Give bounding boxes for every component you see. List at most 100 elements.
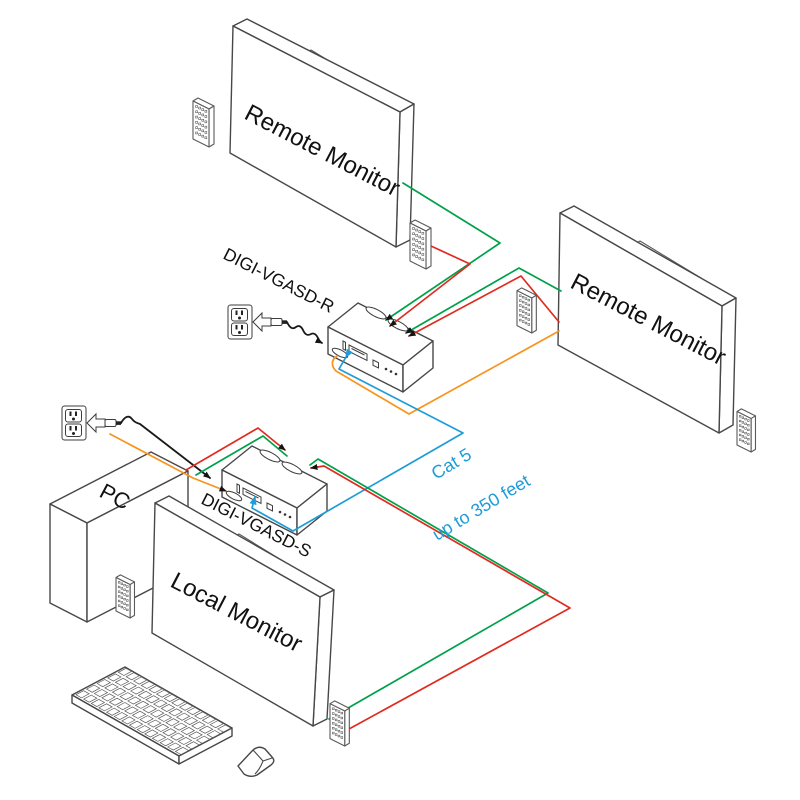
- speaker-grille-dot: [418, 251, 421, 255]
- keyboard-key: [96, 679, 112, 688]
- keyboard-key: [155, 689, 171, 698]
- speaker-grille-dot: [126, 594, 129, 598]
- keyboard-key: [149, 709, 165, 718]
- speaker-grille-dot: [521, 310, 525, 313]
- speaker-grille-dot: [195, 115, 198, 119]
- speaker-grille-dot: [340, 711, 343, 715]
- led-1: [384, 367, 388, 371]
- plug-body: [104, 419, 117, 427]
- speaker-grille-dot: [117, 590, 121, 593]
- keyboard-key: [209, 720, 225, 729]
- speaker-grille-dot: [741, 430, 744, 433]
- speaker-grille-dot: [521, 305, 525, 309]
- monitor-screen: [229, 25, 401, 248]
- speaker-grille-dot: [340, 721, 343, 725]
- video-cable-remote-right: [405, 267, 562, 334]
- speaker-grille-dot: [738, 419, 742, 423]
- speaker-grille-dot: [332, 707, 335, 710]
- cat5-cable: [249, 348, 464, 532]
- speaker-grille-dot: [334, 733, 338, 736]
- led-2: [389, 370, 393, 373]
- local-monitor: Local Monitor: [151, 495, 335, 727]
- speaker-grille-dot: [337, 715, 341, 718]
- speaker-grille-dot: [527, 298, 530, 302]
- speaker-grille-dot: [747, 424, 750, 427]
- mouse-body: [237, 746, 275, 777]
- speaker-grille-dot: [421, 247, 425, 251]
- speaker-grille-dot: [334, 728, 338, 731]
- speaker-remote-top-right: [409, 219, 432, 270]
- power-cable-sender: [120, 415, 211, 479]
- speaker-grille-dot: [334, 723, 338, 726]
- keyboard-key: [177, 737, 193, 745]
- speaker-grille-dot: [519, 304, 522, 307]
- socket-slot: [75, 411, 77, 416]
- speaker-grille-dot: [204, 131, 208, 134]
- speaker-grille-dot: [524, 312, 528, 315]
- keyboard-key: [165, 718, 180, 727]
- keyboard: [71, 666, 233, 765]
- speaker-grille-dot: [201, 108, 205, 111]
- power-slot: [342, 340, 346, 352]
- speaker-grille-dot: [334, 718, 338, 722]
- keyboard-edge-right: [178, 727, 233, 765]
- speaker-part: [115, 576, 131, 619]
- speaker-grille-dot: [198, 106, 201, 110]
- speakers: [115, 97, 757, 747]
- keyboard-key: [152, 699, 168, 708]
- speaker-grille-dot: [738, 438, 742, 441]
- speaker-grille-dot: [337, 725, 341, 728]
- power-slot: [236, 483, 240, 495]
- socket-slot: [75, 426, 77, 431]
- speaker-grille-dot: [198, 112, 201, 115]
- speaker-grille-dot: [415, 255, 418, 258]
- speaker-grille-dot: [204, 110, 208, 113]
- speaker-grille-dot: [747, 438, 750, 441]
- speaker-grille-dot: [421, 253, 425, 256]
- keyboard-key: [85, 684, 101, 693]
- speaker-grille-dot: [738, 429, 742, 432]
- speaker-grille-dot: [117, 585, 121, 589]
- speaker-grille-dot: [741, 421, 744, 424]
- keyboard-key: [206, 730, 222, 739]
- keyboard-key: [178, 702, 194, 711]
- keyboard-key: [180, 726, 196, 735]
- speaker-grille-dot: [412, 248, 415, 251]
- vga-port-inner: [351, 348, 365, 356]
- speaker-grille-dot: [117, 581, 121, 584]
- speaker-local-left: [115, 574, 136, 619]
- keyboard-key: [159, 738, 174, 747]
- socket-slot: [241, 325, 243, 330]
- remote-monitor-right: Remote Monitor: [557, 205, 737, 434]
- speaker-grille-dot: [334, 713, 338, 717]
- remote-monitor-top: Remote Monitor: [229, 18, 415, 248]
- speaker-grille-dot: [524, 321, 528, 325]
- keyboard-key: [172, 722, 188, 731]
- speaker-grille-dot: [201, 119, 205, 122]
- keyboard-key: [101, 693, 116, 702]
- speaker-grille-dot: [415, 234, 418, 237]
- speaker-grille-dot: [195, 110, 198, 114]
- speaker-grille-dot: [412, 232, 415, 236]
- keyboard-key: [168, 708, 183, 717]
- speaker-grille-dot: [332, 731, 335, 735]
- keyboard-key: [166, 742, 182, 751]
- speaker-part: [750, 415, 757, 453]
- speaker-grille-dot: [123, 593, 126, 596]
- speaker-remote-right-right: [736, 408, 757, 453]
- keyboard-key: [131, 710, 147, 719]
- keyboard-keys: [75, 667, 232, 755]
- speaker-grille-dot: [195, 105, 198, 108]
- speaker-grille-dot: [120, 582, 123, 585]
- speaker-grille-dot: [741, 416, 744, 419]
- plug-body: [270, 318, 283, 326]
- speaker-grille-dot: [201, 129, 205, 133]
- speaker-part: [736, 410, 752, 453]
- power-cable-receiver: [286, 321, 323, 344]
- speaker-part: [409, 222, 427, 270]
- speaker-grille-dot: [201, 124, 205, 127]
- speaker-grille-dot: [120, 587, 123, 590]
- speaker-grille-dot: [421, 237, 425, 240]
- speaker-grille-dot: [332, 717, 335, 720]
